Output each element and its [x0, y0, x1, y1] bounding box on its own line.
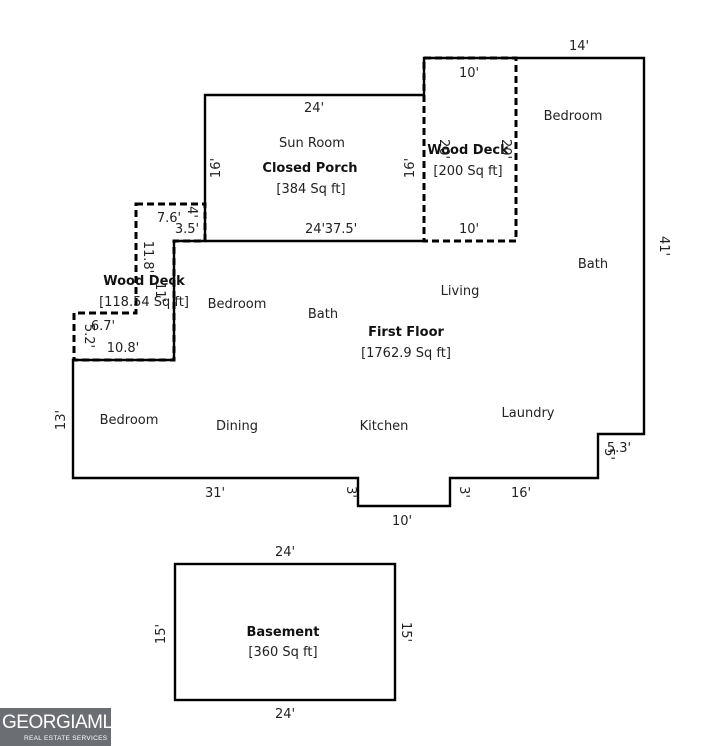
room-living: Living	[441, 284, 480, 299]
closed-porch-title: Closed Porch	[262, 161, 357, 176]
room-kitchen: Kitchen	[360, 419, 409, 434]
room-bath-right: Bath	[578, 257, 608, 272]
room-dining: Dining	[216, 419, 258, 434]
closed-porch-area: [384 Sq ft]	[276, 182, 345, 197]
dim-notch-right: 3'	[456, 486, 471, 498]
dim-notch-bottom: 10'	[392, 514, 412, 529]
dim-deck-right-side-inner: 20'	[498, 139, 513, 159]
dim-deck-left-notch-v: 4'	[184, 206, 199, 218]
dim-deck-left-small-v: 5.2'	[81, 324, 96, 348]
dim-deck-left-bottom: 10.8'	[107, 341, 140, 356]
room-bath-mid: Bath	[308, 307, 338, 322]
logo-sub-text: REAL ESTATE SERVICES	[24, 735, 108, 742]
dim-basement-left: 15'	[154, 624, 169, 644]
dim-basement-top: 24'	[275, 545, 295, 560]
dim-corner-v: 5'	[601, 448, 616, 460]
first-floor-area: [1762.9 Sq ft]	[361, 346, 451, 361]
dim-porch-top: 24'	[304, 101, 324, 116]
first-floor-outline	[71, 56, 646, 508]
dim-deck-right-side: 20'	[436, 139, 451, 159]
basement-outline	[173, 562, 397, 702]
dim-porch-bottom-extra: 37.5'	[325, 222, 358, 237]
dim-deck-left-side: 11.8'	[140, 241, 155, 274]
dim-corner-h: 5.3'	[607, 441, 631, 456]
dim-deck-left-small: 6.7'	[91, 319, 115, 334]
dim-top-right-width: 14'	[569, 39, 589, 54]
dim-deck-right-top: 10'	[459, 66, 479, 81]
room-laundry: Laundry	[502, 406, 555, 421]
dim-bottom-left: 31'	[205, 486, 225, 501]
room-bedroom-top-right: Bedroom	[544, 109, 603, 124]
basement-title: Basement	[246, 625, 319, 640]
dim-deck-left-notch: 3.5'	[175, 222, 199, 237]
dim-basement-right: 15'	[398, 622, 413, 642]
logo-main-text: GEORGIAMLS	[2, 712, 125, 733]
room-bedroom-mid: Bedroom	[208, 297, 267, 312]
wood-deck-left-area: [118.54 Sq ft]	[99, 295, 189, 310]
wood-deck-right-outline	[422, 56, 518, 243]
georgia-mls-logo: GEORGIAMLS REAL ESTATE SERVICES	[0, 708, 125, 746]
sun-room-label: Sun Room	[279, 136, 345, 151]
wood-deck-left-outline	[72, 202, 207, 362]
wood-deck-right-title: Wood Deck	[427, 143, 509, 158]
dim-bottom-right: 16'	[511, 486, 531, 501]
first-floor-title: First Floor	[368, 325, 444, 340]
dim-notch-left: 3'	[343, 486, 358, 498]
wood-deck-left-title: Wood Deck	[103, 274, 185, 289]
dim-deck-left-inner: 11'	[152, 282, 167, 302]
room-bedroom-left: Bedroom	[100, 413, 159, 428]
dim-deck-right-bottom: 10'	[459, 222, 479, 237]
dim-porch-left: 16'	[209, 158, 224, 178]
dim-porch-bottom: 24'	[305, 222, 325, 237]
wood-deck-right-area: [200 Sq ft]	[433, 164, 502, 179]
dim-basement-bottom: 24'	[275, 707, 295, 722]
dim-porch-right: 16'	[403, 158, 418, 178]
basement-area: [360 Sq ft]	[248, 645, 317, 660]
dim-right-side: 41'	[656, 236, 671, 256]
dim-left-side: 13'	[54, 410, 69, 430]
dim-deck-left-top: 7.6'	[157, 211, 181, 226]
